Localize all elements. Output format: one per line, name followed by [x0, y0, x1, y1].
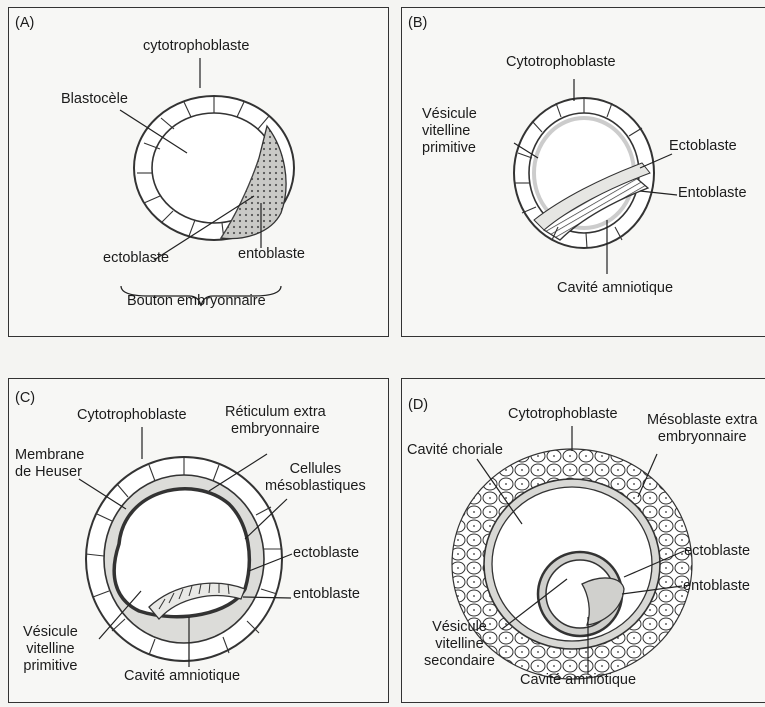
panel-b-tag: (B) — [408, 15, 427, 32]
label-cavite-amniotique: Cavité amniotique — [520, 672, 636, 689]
label-vesicule-vitelline-primitive: Vésicule vitelline primitive — [23, 624, 78, 675]
panel-a: (A) cytotrophoblaste Blastocèle ectoblas… — [8, 7, 389, 337]
label-reticulum-extra-embryonnaire: Réticulum extra embryonnaire — [225, 404, 326, 438]
label-blastocele: Blastocèle — [61, 91, 128, 108]
panel-c-tag: (C) — [15, 390, 35, 407]
label-entoblaste: entoblaste — [293, 586, 360, 603]
label-ectoblaste: ectoblaste — [103, 250, 169, 267]
label-cytotrophoblaste: Cytotrophoblaste — [506, 54, 616, 71]
panel-d-tag: (D) — [408, 397, 428, 414]
label-cavite-amniotique: Cavité amniotique — [124, 668, 240, 685]
label-entoblaste: entoblaste — [683, 578, 750, 595]
label-cytotrophoblaste: cytotrophoblaste — [143, 38, 249, 55]
label-membrane-de-heuser: Membrane de Heuser — [15, 447, 84, 481]
label-ectoblaste: Ectoblaste — [669, 138, 737, 155]
label-vesicule-vitelline-primitive: Vésicule vitelline primitive — [422, 106, 477, 157]
label-cellules-mesoblastiques: Cellules mésoblastiques — [265, 461, 366, 495]
label-cytotrophoblaste: Cytotrophoblaste — [77, 407, 187, 424]
panel-b: (B) Cytotrophoblaste Vésicule vitelline … — [401, 7, 765, 337]
label-entoblaste: Entoblaste — [678, 185, 747, 202]
label-mesoblaste-extra-embryonnaire: Mésoblaste extra embryonnaire — [647, 412, 757, 446]
label-cytotrophoblaste: Cytotrophoblaste — [508, 406, 618, 423]
label-vesicule-vitelline-secondaire: Vésicule vitelline secondaire — [424, 619, 495, 670]
label-cavite-amniotique: Cavité amniotique — [557, 280, 673, 297]
panel-a-tag: (A) — [15, 15, 34, 32]
blastocyst-a-drawing — [9, 8, 390, 338]
label-cavite-choriale: Cavité choriale — [407, 442, 503, 459]
label-ectoblaste: ectoblaste — [293, 545, 359, 562]
label-bouton-embryonnaire: Bouton embryonnaire — [127, 293, 266, 310]
panel-c: (C) Cytotrophoblaste Réticulum extra emb… — [8, 378, 389, 703]
panel-d: (D) Cytotrophoblaste Mésoblaste extra em… — [401, 378, 765, 703]
label-entoblaste: entoblaste — [238, 246, 305, 263]
label-ectoblaste: ectoblaste — [684, 543, 750, 560]
